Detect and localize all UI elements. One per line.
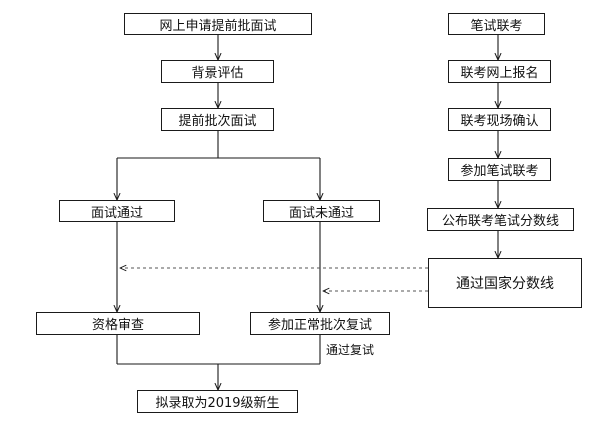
node-qualification-review: 资格审查 <box>36 312 200 335</box>
node-apply-early-interview: 网上申请提前批面试 <box>124 13 312 35</box>
node-onsite-confirmation: 联考现场确认 <box>448 108 551 131</box>
node-pass-national-cutoff: 通过国家分数线 <box>428 258 582 308</box>
edge-label-pass-retest: 通过复试 <box>326 343 375 357</box>
node-written-exam: 笔试联考 <box>448 13 545 35</box>
node-interview-pass: 面试通过 <box>59 200 175 222</box>
node-background-eval: 背景评估 <box>161 60 274 83</box>
node-regular-retest: 参加正常批次复试 <box>250 312 390 335</box>
node-admitted: 拟录取为2019级新生 <box>137 390 298 413</box>
node-early-interview: 提前批次面试 <box>161 108 274 131</box>
node-publish-cutoff: 公布联考笔试分数线 <box>427 208 574 231</box>
node-take-exam: 参加笔试联考 <box>448 158 551 181</box>
node-interview-fail: 面试未通过 <box>263 200 380 222</box>
node-online-registration: 联考网上报名 <box>448 60 551 83</box>
